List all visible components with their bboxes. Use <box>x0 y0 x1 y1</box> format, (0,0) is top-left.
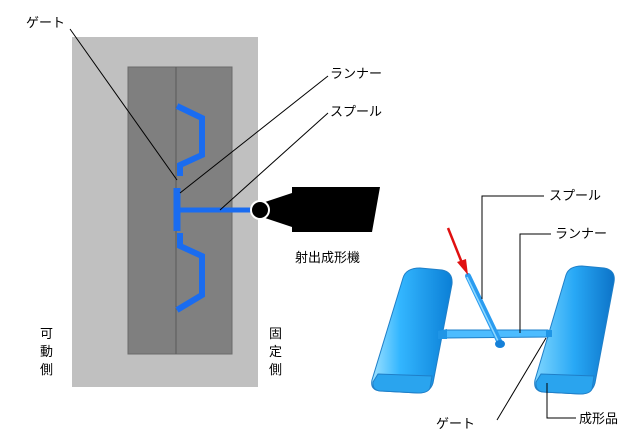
label-sprue: スプール <box>330 105 382 120</box>
lower-cavity <box>175 233 205 313</box>
label-molded-part: 成形品 <box>579 412 618 427</box>
mold-cavity-channels <box>173 103 252 313</box>
mold-cross-section: ゲート ランナー スプール 射出成形機 可 動 側 固 定 側 <box>26 16 382 387</box>
sprue-rod-shape <box>465 273 503 346</box>
gate-left <box>438 329 447 339</box>
label-movable-char-2: 動 <box>40 345 53 360</box>
label-movable-char-3: 側 <box>40 363 53 378</box>
injection-nozzle <box>250 187 380 232</box>
leader-gate <box>69 28 178 181</box>
injection-direction-arrow <box>446 227 468 275</box>
nozzle-body <box>262 187 380 232</box>
molded-part-right <box>534 265 615 395</box>
label-injection-machine: 射出成形機 <box>295 250 360 266</box>
leader-gate-right <box>496 337 547 421</box>
leader-sprue <box>219 112 329 211</box>
label-runner-right: ランナー <box>555 227 607 242</box>
sprue-rod-end <box>495 340 505 348</box>
label-fixed-char-3: 側 <box>269 363 282 378</box>
label-fixed-char-2: 定 <box>269 345 282 360</box>
molded-part-right-rim <box>535 373 595 395</box>
label-fixed-side: 固 定 側 <box>269 327 282 378</box>
leader-sprue-right <box>481 195 544 299</box>
gate-right <box>546 330 552 337</box>
label-fixed-char-1: 固 <box>269 327 282 342</box>
sprue-rod-highlight <box>466 276 499 342</box>
sprue-rod <box>465 273 505 348</box>
label-movable-side: 可 動 側 <box>40 327 53 378</box>
leader-runner-right <box>519 233 551 333</box>
upper-cavity <box>175 103 205 176</box>
label-movable-char-1: 可 <box>40 327 53 342</box>
label-runner: ランナー <box>330 67 382 82</box>
molded-part-left-rim <box>372 373 433 394</box>
label-gate: ゲート <box>26 16 65 31</box>
leader-molded-part <box>546 383 576 419</box>
nozzle-tip <box>250 200 270 220</box>
leader-runner <box>179 75 329 194</box>
molded-part-left <box>371 267 453 394</box>
molded-part-3d: スプール ランナー ゲート 成形品 <box>371 189 618 432</box>
label-sprue-right: スプール <box>549 189 601 204</box>
label-gate-right: ゲート <box>436 417 475 432</box>
movable-mold-half <box>127 66 177 355</box>
